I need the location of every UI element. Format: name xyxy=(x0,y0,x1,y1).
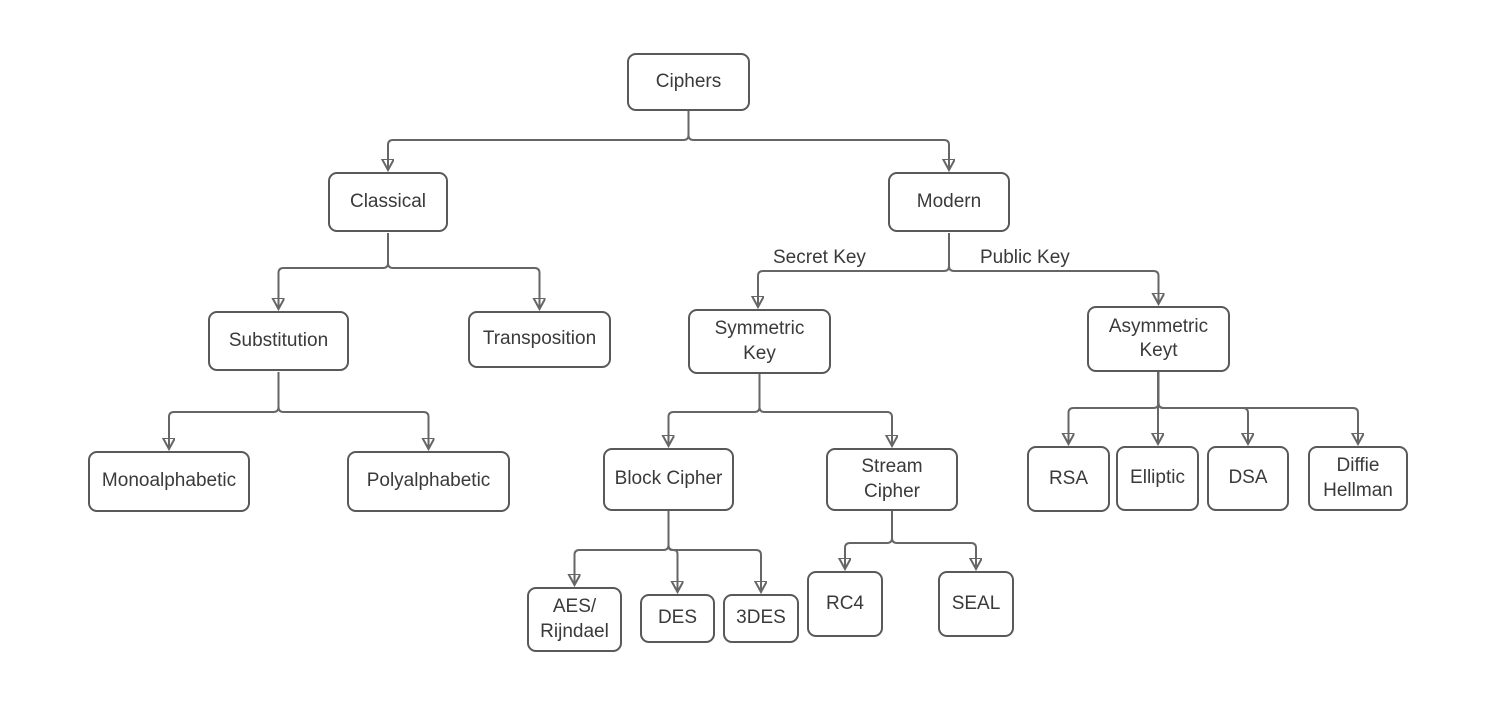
node-seal: SEAL xyxy=(938,571,1014,637)
node-classical: Classical xyxy=(328,172,448,232)
node-diffie-hellman: Diffie Hellman xyxy=(1308,446,1408,511)
edge-ciphers-modern xyxy=(687,111,950,168)
node-ciphers: Ciphers xyxy=(627,53,750,111)
edge-substitution-monoalphabetic xyxy=(169,372,280,447)
edge-modern-asymmetric xyxy=(948,233,1159,302)
node-rsa: RSA xyxy=(1027,446,1110,512)
node-des: DES xyxy=(640,594,715,643)
edge-label-public-key: Public Key xyxy=(980,247,1070,268)
node-3des: 3DES xyxy=(723,594,799,643)
edge-asymmetric-rsa xyxy=(1069,372,1160,442)
edge-substitution-polyalphabetic xyxy=(277,372,429,447)
node-block-cipher: Block Cipher xyxy=(603,448,734,511)
node-monoalphabetic: Monoalphabetic xyxy=(88,451,250,512)
node-stream-cipher: Stream Cipher xyxy=(826,448,958,511)
edge-classical-substitution xyxy=(279,233,389,307)
edge-stream-seal xyxy=(891,511,976,567)
node-modern: Modern xyxy=(888,172,1010,232)
edge-classical-transposition xyxy=(387,233,540,307)
edge-symmetric-block xyxy=(669,374,761,444)
edge-symmetric-stream xyxy=(758,374,893,444)
node-transposition: Transposition xyxy=(468,311,611,368)
edge-label-secret-key: Secret Key xyxy=(773,247,866,268)
node-rc4: RC4 xyxy=(807,571,883,637)
node-elliptic: Elliptic xyxy=(1116,446,1199,511)
edge-ciphers-classical xyxy=(388,111,690,168)
edge-modern-symmetric xyxy=(758,233,950,305)
node-symmetric-key: Symmetric Key xyxy=(688,309,831,374)
node-aes-rijndael: AES/ Rijndael xyxy=(527,587,622,652)
node-substitution: Substitution xyxy=(208,311,349,371)
edge-block-aes xyxy=(575,511,670,583)
node-asymmetric-key: Asymmetric Keyt xyxy=(1087,306,1230,372)
node-polyalphabetic: Polyalphabetic xyxy=(347,451,510,512)
edge-asymmetric-diffie xyxy=(1157,372,1359,442)
edge-stream-rc4 xyxy=(845,511,893,567)
node-dsa: DSA xyxy=(1207,446,1289,511)
edge-block-3des xyxy=(667,511,762,590)
